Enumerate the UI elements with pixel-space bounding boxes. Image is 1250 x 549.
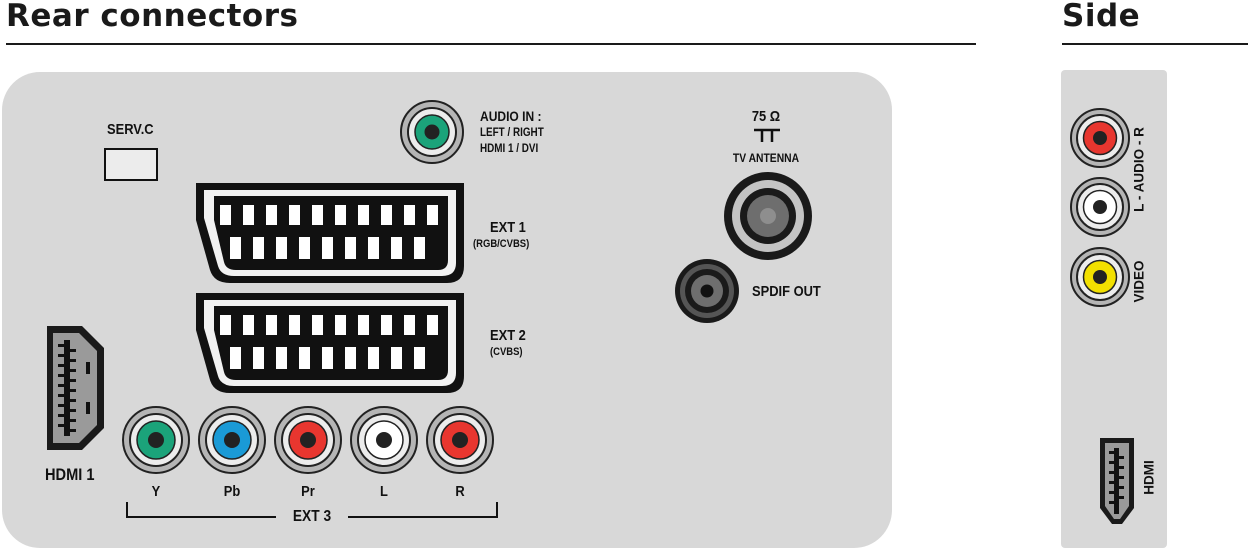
- ext3-bracket: [126, 502, 498, 520]
- side-heading-rule: [1062, 43, 1248, 45]
- ext3-y-jack: [122, 406, 190, 474]
- hdmi1-label: HDMI 1: [45, 465, 95, 484]
- ext2-scart-port: [190, 290, 470, 396]
- side-hdmi-label: HDMI: [1141, 460, 1157, 495]
- ext3-label: EXT 3: [292, 508, 332, 525]
- ext3-l-jack: [350, 406, 418, 474]
- ext3-pr-jack: [274, 406, 342, 474]
- ext3-pr-label: Pr: [301, 483, 315, 500]
- rear-heading-rule: [6, 43, 976, 45]
- hdmi1-port: [42, 322, 108, 454]
- ext3-l-label: L: [380, 483, 388, 500]
- ext2-sublabel: (CVBS): [490, 346, 523, 358]
- spdif-out-label: SPDIF OUT: [752, 283, 821, 300]
- audio-in-title: AUDIO IN :: [480, 108, 542, 124]
- serv-c-label: SERV.C: [107, 121, 154, 138]
- side-audio-l-jack: [1070, 177, 1130, 237]
- tv-antenna-label: TV ANTENNA: [732, 151, 800, 165]
- side-audio-r-jack: [1070, 108, 1130, 168]
- audio-in-left-right: LEFT / RIGHT: [480, 127, 544, 139]
- side-video-jack: [1070, 247, 1130, 307]
- ext1-scart-port: [190, 180, 470, 286]
- side-hdmi-port: [1097, 435, 1137, 527]
- ext3-y-label: Y: [151, 483, 161, 500]
- side-heading: Side: [1062, 0, 1141, 34]
- audio-in-jack: [400, 100, 464, 164]
- ext1-label: EXT 1: [490, 219, 526, 236]
- side-audio-label: L - AUDIO - R: [1131, 127, 1147, 212]
- ext2-label: EXT 2: [490, 327, 526, 344]
- ext3-r-jack: [426, 406, 494, 474]
- side-video-label: VIDEO: [1131, 260, 1147, 303]
- serv-c-port: [104, 148, 158, 181]
- audio-in-label: AUDIO IN : LEFT / RIGHT HDMI 1 / DVI: [480, 107, 544, 157]
- tv-antenna-jack: [722, 170, 814, 262]
- ext3-pb-jack: [198, 406, 266, 474]
- rear-connectors-heading: Rear connectors: [6, 0, 299, 34]
- audio-in-hdmi-dvi: HDMI 1 / DVI: [480, 143, 539, 155]
- spdif-out-jack: [674, 258, 740, 324]
- ext3-pb-label: Pb: [223, 483, 241, 500]
- antenna-ohm-label: 75 Ω: [751, 108, 781, 125]
- ext1-sublabel: (RGB/CVBS): [473, 238, 530, 250]
- ext3-r-label: R: [455, 483, 465, 500]
- antenna-symbol-icon: [752, 127, 782, 143]
